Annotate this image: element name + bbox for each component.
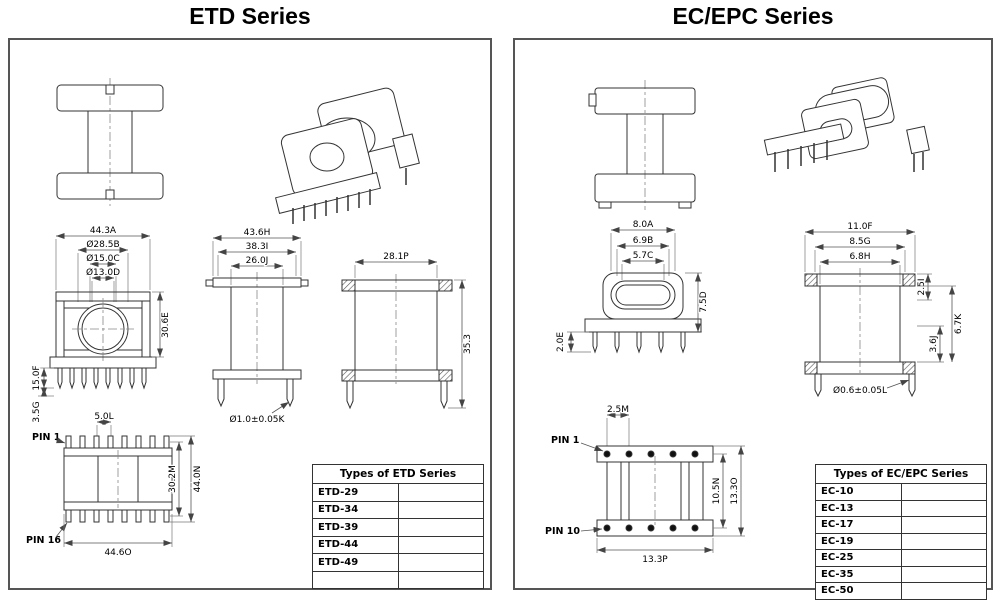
table-row: EC-19: [815, 532, 987, 550]
etd-dim-h: 43.6H: [244, 228, 271, 238]
type-cell: EC-17: [815, 516, 902, 534]
etd-series-title: ETD Series: [189, 3, 311, 29]
ec-front-view: [588, 80, 696, 210]
spec-cell-empty: [397, 570, 484, 589]
etd-dim-d: Ø13.0D: [86, 267, 120, 278]
etd-bottom-view: 5.0L PIN 1 PIN 16: [25, 411, 205, 560]
ec-isometric-view: [763, 77, 930, 172]
table-row: ETD-34: [312, 500, 484, 519]
table-row: ETD-49: [312, 553, 484, 572]
table-row: EC-35: [815, 565, 987, 583]
spec-cell-empty: [900, 499, 987, 517]
table-row: EC-13: [815, 499, 987, 517]
ec-pin1-label: PIN 1: [551, 435, 579, 446]
spec-cell-empty: [397, 518, 484, 537]
spec-cell-empty: [900, 483, 987, 501]
table-row: ETD-44: [312, 535, 484, 554]
spec-cell-empty: [397, 500, 484, 519]
ec-dim-o: 13.3O: [730, 477, 740, 504]
etd-dim-l: 5.0L: [94, 412, 113, 422]
type-cell: EC-25: [815, 549, 902, 567]
table-row: ETD-29: [312, 483, 484, 502]
etd-dim-c: Ø15.0C: [86, 253, 119, 264]
etd-front-dim-view: 44.3A Ø28.5B Ø15.0C Ø13.0D: [31, 225, 173, 424]
type-cell: [312, 570, 399, 589]
ec-dim-b: 6.9B: [633, 236, 654, 246]
ec-types-table: Types of EC/EPC Series EC-10 EC-13 EC-17…: [815, 464, 987, 600]
etd-dim-m: 30.2M: [168, 465, 178, 493]
etd-dim-a: 44.3A: [90, 226, 117, 236]
type-cell: EC-10: [815, 483, 902, 501]
etd-dim-side-height: 35.3: [463, 334, 473, 354]
type-cell: ETD-39: [312, 518, 399, 537]
ec-dim-e: 2.0E: [556, 332, 566, 352]
type-cell: EC-13: [815, 499, 902, 517]
type-cell: EC-35: [815, 565, 902, 583]
spec-cell-empty: [397, 535, 484, 554]
spec-cell-empty: [900, 565, 987, 583]
type-cell: ETD-44: [312, 535, 399, 554]
type-cell: ETD-34: [312, 500, 399, 519]
etd-front-view: [56, 78, 164, 206]
etd-dim-p: 28.1P: [383, 252, 409, 262]
type-cell: ETD-29: [312, 483, 399, 502]
etd-dim-n: 44.0N: [193, 466, 203, 493]
ec-dim-g: 8.5G: [849, 237, 870, 247]
ec-series-title: EC/EPC Series: [672, 3, 834, 29]
ec-dim-i: 2.5I: [917, 279, 927, 296]
ec-dim-c: 5.7C: [633, 251, 654, 261]
ec-table-header: Types of EC/EPC Series: [815, 464, 987, 484]
ec-bottom-view: 2.5M PIN 1: [544, 404, 745, 566]
etd-drawing: 44.3A Ø28.5B Ø15.0C Ø13.0D: [25, 78, 474, 560]
spec-cell-empty: [900, 532, 987, 550]
table-row: [312, 570, 484, 589]
ec-drawing: 8.0A 6.9B 5.7C: [544, 77, 965, 566]
etd-pin16-label: PIN 16: [26, 535, 61, 546]
etd-dim-e: 30.6E: [161, 312, 171, 338]
table-row: EC-17: [815, 516, 987, 534]
etd-dim-b: Ø28.5B: [86, 239, 119, 250]
spec-cell-empty: [397, 553, 484, 572]
etd-types-table: Types of ETD Series ETD-29 ETD-34 ETD-39…: [312, 464, 484, 589]
etd-isometric-view: [275, 87, 420, 224]
spec-cell-empty: [397, 483, 484, 502]
etd-panel: 44.3A Ø28.5B Ø15.0C Ø13.0D: [8, 38, 492, 590]
type-cell: ETD-49: [312, 553, 399, 572]
ec-dim-n: 10.5N: [712, 478, 722, 505]
ec-dim-d: 7.5D: [699, 291, 709, 312]
ec-dim-p: 13.3P: [642, 555, 668, 565]
ec-front-dim-view: 8.0A 6.9B 5.7C: [555, 219, 710, 354]
etd-dim-f: 15.0F: [32, 365, 42, 390]
etd-dim-k: Ø1.0±0.05K: [230, 414, 286, 425]
table-row: EC-25: [815, 549, 987, 567]
etd-dim-i: 38.3I: [246, 242, 269, 252]
etd-table-header: Types of ETD Series: [312, 464, 484, 484]
ec-side-view: 11.0F 8.5G 6.8H: [804, 221, 965, 397]
table-row: ETD-39: [312, 518, 484, 537]
etd-side-view: 43.6H 38.3I 26.0J Ø1.0±0.05K: [205, 227, 309, 426]
table-row: EC-10: [815, 483, 987, 501]
ec-dim-j: 3.6J: [929, 336, 939, 353]
etd-pin1-label: PIN 1: [32, 432, 60, 443]
ec-dim-h: 6.8H: [849, 252, 870, 262]
ec-dim-a: 8.0A: [633, 220, 654, 230]
etd-side-view-b: 28.1P 35.3: [341, 251, 474, 410]
spec-cell-empty: [900, 516, 987, 534]
ec-panel: 8.0A 6.9B 5.7C: [513, 38, 993, 600]
etd-dim-o: 44.6O: [104, 548, 131, 558]
etd-dim-g: 3.5G: [32, 401, 42, 422]
type-cell: EC-19: [815, 532, 902, 550]
table-row: EC-50: [815, 582, 987, 600]
ec-dim-k: 6.7K: [954, 313, 964, 334]
ec-dim-m: 2.5M: [607, 405, 629, 415]
ec-dim-l: Ø0.6±0.05L: [833, 385, 887, 396]
ec-dim-f: 11.0F: [847, 222, 872, 232]
etd-dim-j: 26.0J: [246, 256, 269, 266]
ec-pin10-label: PIN 10: [545, 526, 580, 537]
spec-cell-empty: [900, 549, 987, 567]
